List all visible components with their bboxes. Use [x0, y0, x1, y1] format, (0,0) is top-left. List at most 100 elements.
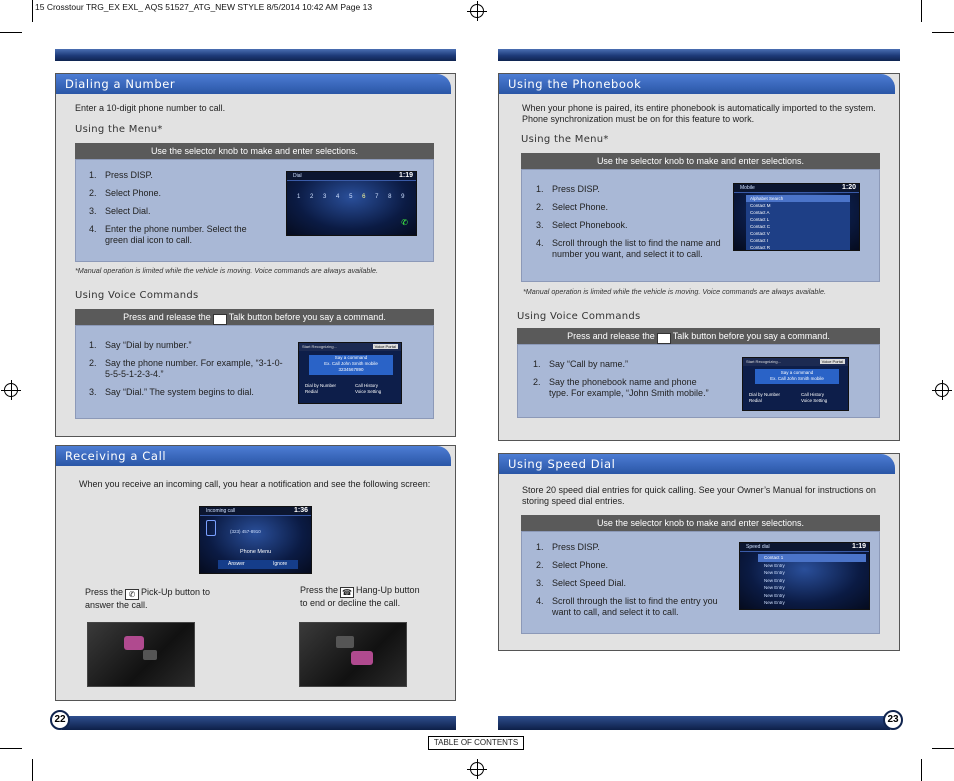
list-item: 3.Say “Dial.” The system begins to dial.	[89, 387, 285, 398]
footer-bar	[62, 716, 456, 730]
option: Redial	[305, 389, 318, 394]
footnote: *Manual operation is limited while the v…	[523, 287, 826, 296]
prompt-line: Ex. Call John Smith mobile	[324, 361, 378, 366]
instruction-bar: Use the selector knob to make and enter …	[75, 143, 434, 159]
prompt-number: 3234567890	[338, 367, 364, 372]
header-bar	[55, 49, 456, 61]
option: Voice Setting	[355, 389, 382, 394]
bar-text: Talk button before you say a command.	[672, 331, 830, 341]
key: 9	[401, 194, 409, 200]
key: 8	[388, 194, 396, 200]
registration-mark-icon	[467, 1, 487, 21]
list-item: 2.Select Phone.	[536, 560, 726, 571]
list-item: 2.Say the phone number. For example, “3-…	[89, 358, 285, 380]
voice-prompt: Say a command Ex. Call John Smith mobile	[755, 369, 839, 384]
key: 6	[362, 194, 370, 200]
option: Call History	[801, 392, 825, 397]
registration-mark-icon	[1, 380, 21, 400]
instruction-text: Pick-Up button to answer the call.	[85, 587, 211, 610]
screen-clock: 1:36	[293, 507, 308, 514]
option: Dial by Number	[749, 392, 781, 397]
pickup-instruction: Press the✆Pick-Up button to answer the c…	[85, 587, 215, 611]
keypad: 1 2 3 4 5 6 7 8 9	[297, 194, 409, 218]
crop-mark	[932, 32, 954, 33]
list-item: Contact M	[746, 202, 850, 209]
instruction-bar: Use the selector knob to make and enter …	[521, 153, 880, 169]
list-item: 2.Select Phone.	[536, 202, 721, 213]
step-number: 2.	[533, 377, 541, 387]
print-header: 15 Crosstour TRG_EX EXL_ AQS 51527_ATG_N…	[35, 2, 373, 12]
list-item: 1.Press DISP.	[536, 184, 721, 195]
key: 3	[323, 194, 331, 200]
table-of-contents-link[interactable]: TABLE OF CONTENTS	[428, 736, 524, 750]
list-item: 1. Say “Dial by number.”	[89, 340, 285, 351]
list-item: 2.Say the phonebook name and phone type.…	[533, 377, 713, 399]
crop-mark	[921, 759, 922, 781]
steps-list: 1.Press DISP. 2.Select Phone. 3.Select S…	[536, 542, 726, 625]
steps-list: 1.Say “Call by name.” 2.Say the phoneboo…	[533, 359, 713, 406]
screen-header: Dial 1:19	[287, 172, 416, 181]
bar-text: Press and release the	[123, 312, 211, 322]
registration-mark-icon	[932, 380, 952, 400]
step-number: 1.	[89, 340, 97, 350]
caller-number: (323) 457-8910	[230, 529, 261, 534]
voice-prompt: Say a command Ex. Call John Smith mobile…	[309, 355, 393, 375]
page-number: 23	[883, 710, 903, 730]
screen-title: Mobile	[740, 185, 755, 191]
steps-list: 1. Say “Dial by number.” 2.Say the phone …	[89, 340, 285, 405]
subheading: Using the Menu*	[521, 134, 609, 145]
step-text: Select Phone.	[552, 560, 609, 570]
step-text: Say “Call by name.”	[549, 359, 629, 369]
footer-bar	[498, 716, 890, 730]
header-bar	[498, 49, 900, 61]
key: 4	[336, 194, 344, 200]
list-item: Contact A	[746, 209, 850, 216]
screen-header: Start Recognizing... Voice Portal	[743, 358, 848, 366]
steps-box: 1.Press DISP. 2.Select Phone. 3.Select P…	[521, 169, 880, 282]
dialing-panel: Dialing a Number Enter a 10-digit phone …	[55, 73, 456, 437]
pickup-button-highlight	[124, 636, 144, 650]
screen-header: Mobile 1:20	[734, 184, 859, 193]
subheading: Using Voice Commands	[517, 311, 641, 322]
list-item: Contact V	[746, 230, 850, 237]
step-text: Select Dial.	[105, 206, 151, 216]
phone-icon	[206, 520, 216, 536]
intro-text: When you receive an incoming call, you h…	[79, 479, 431, 489]
pickup-button	[336, 636, 354, 648]
list-item: 4.Scroll through the list to find the na…	[536, 238, 721, 260]
speed-dial-list: Contact 1 New Entry New Entry New Entry …	[758, 554, 866, 607]
list-item: New Entry	[764, 585, 785, 590]
prompt-line: Say a command	[780, 370, 814, 375]
contact-list: Alphabet Search Contact M Contact A Cont…	[746, 195, 850, 250]
phonebook-panel: Using the Phonebook When your phone is p…	[498, 73, 900, 441]
hangup-button	[143, 650, 157, 660]
crop-mark	[0, 32, 22, 33]
list-item: 2.Select Phone.	[89, 188, 264, 199]
step-text: Say “Dial by number.”	[105, 340, 192, 350]
step-text: Enter the phone number. Select the green…	[105, 224, 247, 245]
screen-title: Incoming call	[206, 508, 236, 514]
intro-text: Store 20 speed dial entries for quick ca…	[522, 485, 876, 506]
step-text: Press DISP.	[105, 170, 153, 180]
option: Call History	[355, 383, 379, 388]
list-item: 4.Enter the phone number. Select the gre…	[89, 224, 264, 246]
screen-title: Speed dial	[746, 544, 770, 550]
key: 7	[375, 194, 383, 200]
incoming-call-screen-image: Incoming call 1:36 (323) 457-8910 Phone …	[199, 506, 312, 574]
footnote: *Manual operation is limited while the v…	[75, 266, 378, 275]
list-item: 1.Say “Call by name.”	[533, 359, 713, 370]
option: Voice Setting	[801, 398, 828, 403]
registration-mark-icon	[467, 759, 487, 779]
list-item: New Entry	[764, 562, 785, 568]
screen-clock: 1:19	[398, 172, 413, 179]
option: Dial by Number	[305, 383, 337, 388]
key: 2	[310, 194, 318, 200]
green-dial-icon: ✆	[401, 218, 408, 227]
step-text: Press DISP.	[552, 184, 600, 194]
page-number: 22	[50, 710, 70, 730]
screen-clock: 1:19	[851, 543, 866, 550]
crop-mark	[932, 748, 954, 749]
step-number: 1.	[89, 170, 97, 180]
list-item: Contact C	[746, 223, 850, 230]
list-item: Contact R	[746, 244, 850, 250]
